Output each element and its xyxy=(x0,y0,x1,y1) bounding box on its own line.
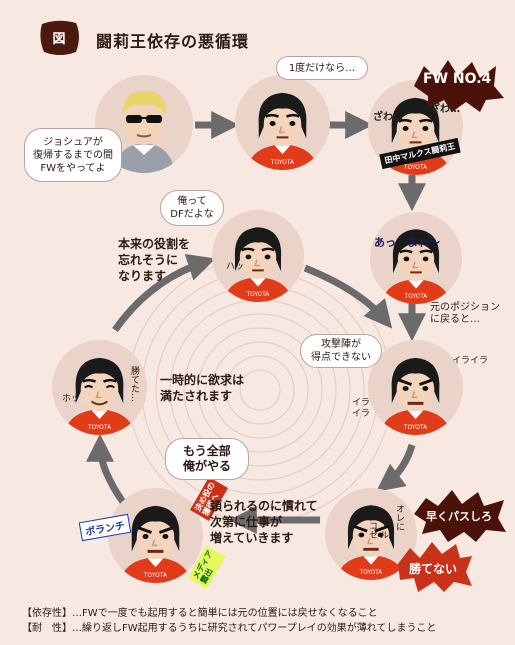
speech-text-manager: ジョシュアが 復帰するまでの間 FWをやってよ xyxy=(33,136,113,174)
speech-text-do-everything: もう全部 俺がやる xyxy=(182,444,231,473)
fw-no4-text: FW NO.4 xyxy=(423,71,492,87)
return-position-text: 元のポジション に戻ると… xyxy=(430,302,500,325)
cycle-text-forget-role: 本来の役割を 忘れそうに なります xyxy=(118,237,191,283)
fw-no4-burst xyxy=(414,60,504,112)
speech-text-accept: 1度だけなら… xyxy=(288,62,356,74)
panel-relieved: TOYOTA xyxy=(52,340,147,435)
svg-text:TOYOTA: TOYOTA xyxy=(270,159,294,166)
speech-text-realization: 俺って DFだよな xyxy=(170,196,214,220)
burst-pass-text: 早くパスしろ xyxy=(426,510,492,523)
burst-cant-win-text: 勝てない xyxy=(409,562,458,576)
sfx-relief: ホッ xyxy=(62,394,81,404)
burst-pass xyxy=(414,490,506,542)
footnote-dependency: 【依存性】…FWで一度でも起用すると簡単には元の位置には戻せなくなること xyxy=(22,608,378,619)
speech-bubble-manager: ジョシュアが 復帰するまでの間 FWをやってよ xyxy=(24,128,122,182)
svg-text:TOYOTA: TOYOTA xyxy=(403,164,427,171)
speech-bubble-frustrated: 攻撃陣が 得点できない xyxy=(300,334,382,368)
sfx-realize: ハッ xyxy=(226,262,245,272)
sfx-praise: あっ まれ～ xyxy=(374,236,440,249)
page-title: 闘莉王依存の悪循環 xyxy=(96,32,250,51)
footnote-tolerance: 【耐 性】…繰り返しFW起用するうちに研究されてパワープレイの効果が薄れてしまう… xyxy=(22,623,437,634)
sfx-zawa-2: ざわ… xyxy=(373,112,403,123)
sfx-zawa-1: ざわ… xyxy=(430,104,460,115)
sfx-to-me: オレに xyxy=(394,504,404,531)
speech-bubble-do-everything: もう全部 俺がやる xyxy=(165,438,249,480)
title-badge-text: 図 xyxy=(52,32,65,47)
cycle-text-more-work: 頼られるのに慣れて 次第に仕事が 増えていきます xyxy=(210,499,318,545)
panel-praise: TOYOTA xyxy=(370,212,462,304)
sfx-won: 勝てた… xyxy=(129,366,139,402)
speech-bubble-accept: 1度だけなら… xyxy=(276,56,368,80)
panel-frustrated: TOYOTA xyxy=(368,340,463,435)
svg-text:TOYOTA: TOYOTA xyxy=(87,424,111,431)
svg-text:TOYOTA: TOYOTA xyxy=(246,292,270,298)
title-badge: 図 xyxy=(40,20,79,55)
svg-text:TOYOTA: TOYOTA xyxy=(359,570,383,576)
panel-overload: TOYOTA xyxy=(108,488,203,583)
sfx-irritated-2: イラ イラ xyxy=(352,398,371,419)
sfx-give-ball: ボール ヨコセ xyxy=(367,512,388,539)
speech-bubble-realization: 俺って DFだよな xyxy=(160,190,224,226)
speech-text-frustrated: 攻撃陣が 得点できない xyxy=(311,339,371,363)
svg-text:TOYOTA: TOYOTA xyxy=(404,294,428,300)
svg-text:TOYOTA: TOYOTA xyxy=(143,572,167,579)
panel-accept: TOYOTA xyxy=(235,75,330,170)
sfx-irritated-1: イライラ xyxy=(452,356,489,366)
cycle-text-satisfied: 一時的に欲求は 満たされます xyxy=(160,373,245,403)
panel-realization: TOYOTA xyxy=(212,210,304,302)
burst-cant-win xyxy=(398,542,472,592)
svg-text:TOYOTA: TOYOTA xyxy=(403,424,427,431)
